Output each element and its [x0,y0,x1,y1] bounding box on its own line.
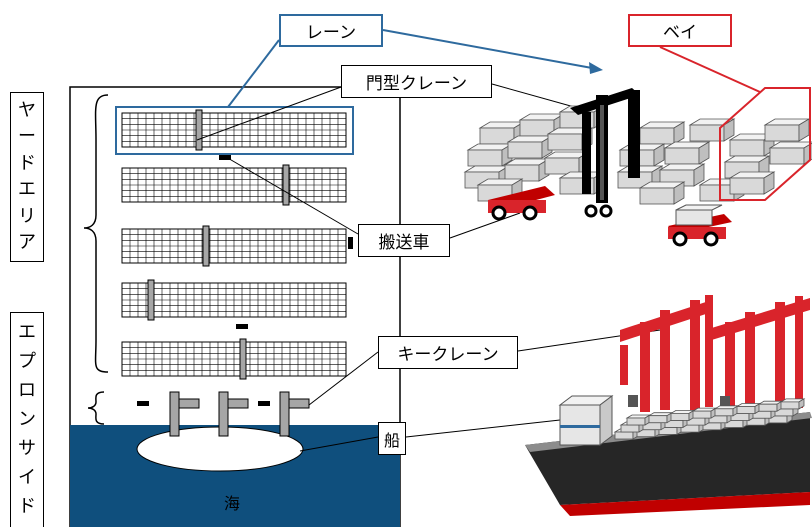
lane-gantry-crane [195,109,203,151]
apron-side-char: イ [18,467,36,488]
container-box [466,143,514,167]
yard-lane [121,164,347,206]
lane-gantry-crane [147,279,155,321]
yard-area-label: ヤ ー ド エ リ ア [10,92,44,262]
container-box [503,158,551,182]
container-stacks [463,105,812,205]
apron-brace [87,391,105,425]
container-box [638,181,686,205]
yard-lane [121,109,347,151]
container-box [691,407,718,419]
yard-lanes [121,109,347,380]
quay-crane-label: キークレーン [378,336,518,369]
yard-vehicle [219,155,231,160]
container-box [638,121,686,145]
container-box [647,411,674,424]
container-box [763,118,811,142]
apron-side-label: エ プ ロ ン サ イ ド [10,312,44,527]
gantry-crane-3d [570,88,640,218]
apron-vehicle [137,401,149,406]
lane-arrow-head [589,62,603,74]
container-box [735,402,762,415]
yard-vehicle [236,324,248,329]
yard-vehicle [348,237,353,249]
transport-vehicle-3d [488,186,555,221]
container-box [688,118,736,142]
transport-vehicle-3d [668,204,732,247]
container-box [618,143,666,167]
container-box [658,163,706,187]
quay-crane-3d [705,296,810,412]
container-box [768,141,812,165]
container-box [713,405,740,417]
lane-link [227,39,280,108]
apron-side-char: エ [18,322,36,343]
apron-side-char: ロ [18,380,36,401]
yard-area-char: リ [18,205,36,227]
lane-gantry-crane [202,225,210,267]
yard-brace [83,94,109,373]
container-box [728,171,776,195]
transport-vehicle-label-text: 搬送車 [378,233,430,253]
container-box [625,414,652,426]
lane-highlight-box [115,106,354,155]
yard-lane [121,279,347,321]
yard-area-char: ド [18,152,36,174]
lane-label-text: レーン [305,23,357,43]
yard-lane [121,225,347,267]
bay-link [659,46,761,93]
apron-vehicle [258,401,270,406]
bay-highlight [719,87,811,201]
lane-gantry-crane [239,338,247,380]
apron-side-char: サ [18,438,36,459]
bay-label-text: ベイ [663,23,697,43]
apron-side-char: ド [18,496,36,517]
bay-label: ベイ [628,14,732,47]
yard-area-char: ヤ [18,99,36,121]
lane-label: レーン [279,14,383,47]
gantry-crane-label-text: 門型クレーン [365,74,468,94]
container-box [669,409,696,422]
transport-vehicle-label: 搬送車 [358,224,450,257]
ship-label: 船 [378,422,406,455]
yard-area-char: ア [18,232,36,254]
apron-side-char: プ [18,351,36,372]
yard-area-char: ー [18,126,36,148]
quay-crane-3d [620,295,713,412]
apron-side-char: ン [18,409,36,430]
quay-crane-plan [169,391,310,437]
gantry-crane-label: 門型クレーン [341,65,492,98]
container-box [757,400,784,412]
sea-label: 海 [224,494,241,513]
lane-arrow [382,29,593,69]
container-box [663,141,711,165]
ship-cargo [613,398,806,440]
container-box [506,135,554,159]
lane-gantry-crane [282,164,290,206]
ship-label-text: 船 [383,430,400,450]
quay-crane-label-text: キークレーン [397,345,499,365]
yard-area-char: エ [18,179,36,201]
yard-lane [121,338,347,380]
container-box [779,398,806,410]
